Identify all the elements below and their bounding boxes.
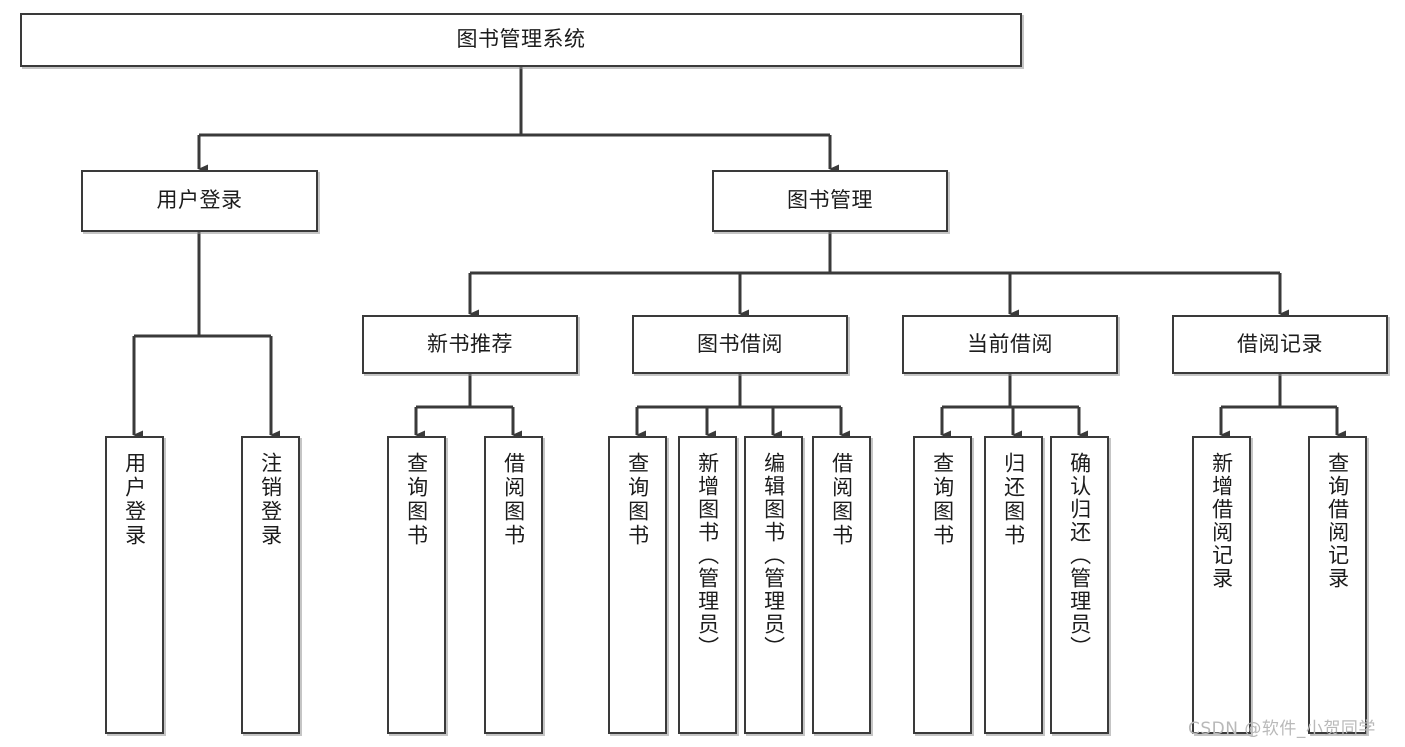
node-leaf-borrow-borrow-book[interactable]: 借阅图书 <box>812 436 871 734</box>
node-book-manage[interactable]: 图书管理 <box>712 170 948 232</box>
node-leaf-current-confirm-return[interactable]: 确认归还（管理员） <box>1050 436 1109 734</box>
node-label: 图书管理系统 <box>456 27 586 52</box>
node-leaf-rec-query-book[interactable]: 查询图书 <box>387 436 446 734</box>
node-label: 查询图书 <box>930 452 955 548</box>
node-leaf-user-login[interactable]: 用户登录 <box>105 436 164 734</box>
node-leaf-borrow-query-book[interactable]: 查询图书 <box>608 436 667 734</box>
node-label: 借阅图书 <box>501 452 526 548</box>
node-label: 图书借阅 <box>697 331 783 356</box>
node-label: 查询图书 <box>625 452 650 548</box>
node-leaf-borrow-edit-book[interactable]: 编辑图书（管理员） <box>744 436 803 734</box>
node-label: 图书管理 <box>787 188 873 213</box>
node-root-图书管理系统[interactable]: 图书管理系统 <box>20 13 1022 67</box>
node-label: 新增借阅记录 <box>1209 452 1234 590</box>
node-leaf-borrow-add-book[interactable]: 新增图书（管理员） <box>678 436 737 734</box>
node-leaf-record-add[interactable]: 新增借阅记录 <box>1192 436 1251 734</box>
node-current-borrow[interactable]: 当前借阅 <box>902 315 1118 374</box>
node-label: 新增图书（管理员） <box>695 452 720 659</box>
node-label: 用户登录 <box>122 452 147 548</box>
node-label: 借阅记录 <box>1237 331 1323 356</box>
node-leaf-current-return-book[interactable]: 归还图书 <box>984 436 1043 734</box>
node-label: 新书推荐 <box>427 331 513 356</box>
node-user-login[interactable]: 用户登录 <box>81 170 318 232</box>
node-new-book-rec[interactable]: 新书推荐 <box>362 315 578 374</box>
edge-paths <box>132 67 1346 440</box>
node-label: 查询图书 <box>404 452 429 548</box>
csdn-watermark: CSDN @软件_小贺同学 <box>1188 719 1376 739</box>
node-leaf-record-query[interactable]: 查询借阅记录 <box>1308 436 1367 734</box>
node-leaf-user-logout[interactable]: 注销登录 <box>241 436 300 734</box>
node-label: 确认归还（管理员） <box>1067 452 1092 659</box>
node-label: 用户登录 <box>156 188 243 213</box>
node-borrow-record[interactable]: 借阅记录 <box>1172 315 1388 374</box>
node-leaf-current-query-book[interactable]: 查询图书 <box>913 436 972 734</box>
node-label: 注销登录 <box>258 452 283 548</box>
node-label: 查询借阅记录 <box>1325 452 1350 590</box>
node-leaf-rec-borrow-book[interactable]: 借阅图书 <box>484 436 543 734</box>
node-book-borrow[interactable]: 图书借阅 <box>632 315 848 374</box>
node-label: 归还图书 <box>1001 452 1026 548</box>
node-label: 编辑图书（管理员） <box>761 452 786 659</box>
node-label: 借阅图书 <box>829 452 854 548</box>
node-label: 当前借阅 <box>967 331 1053 356</box>
